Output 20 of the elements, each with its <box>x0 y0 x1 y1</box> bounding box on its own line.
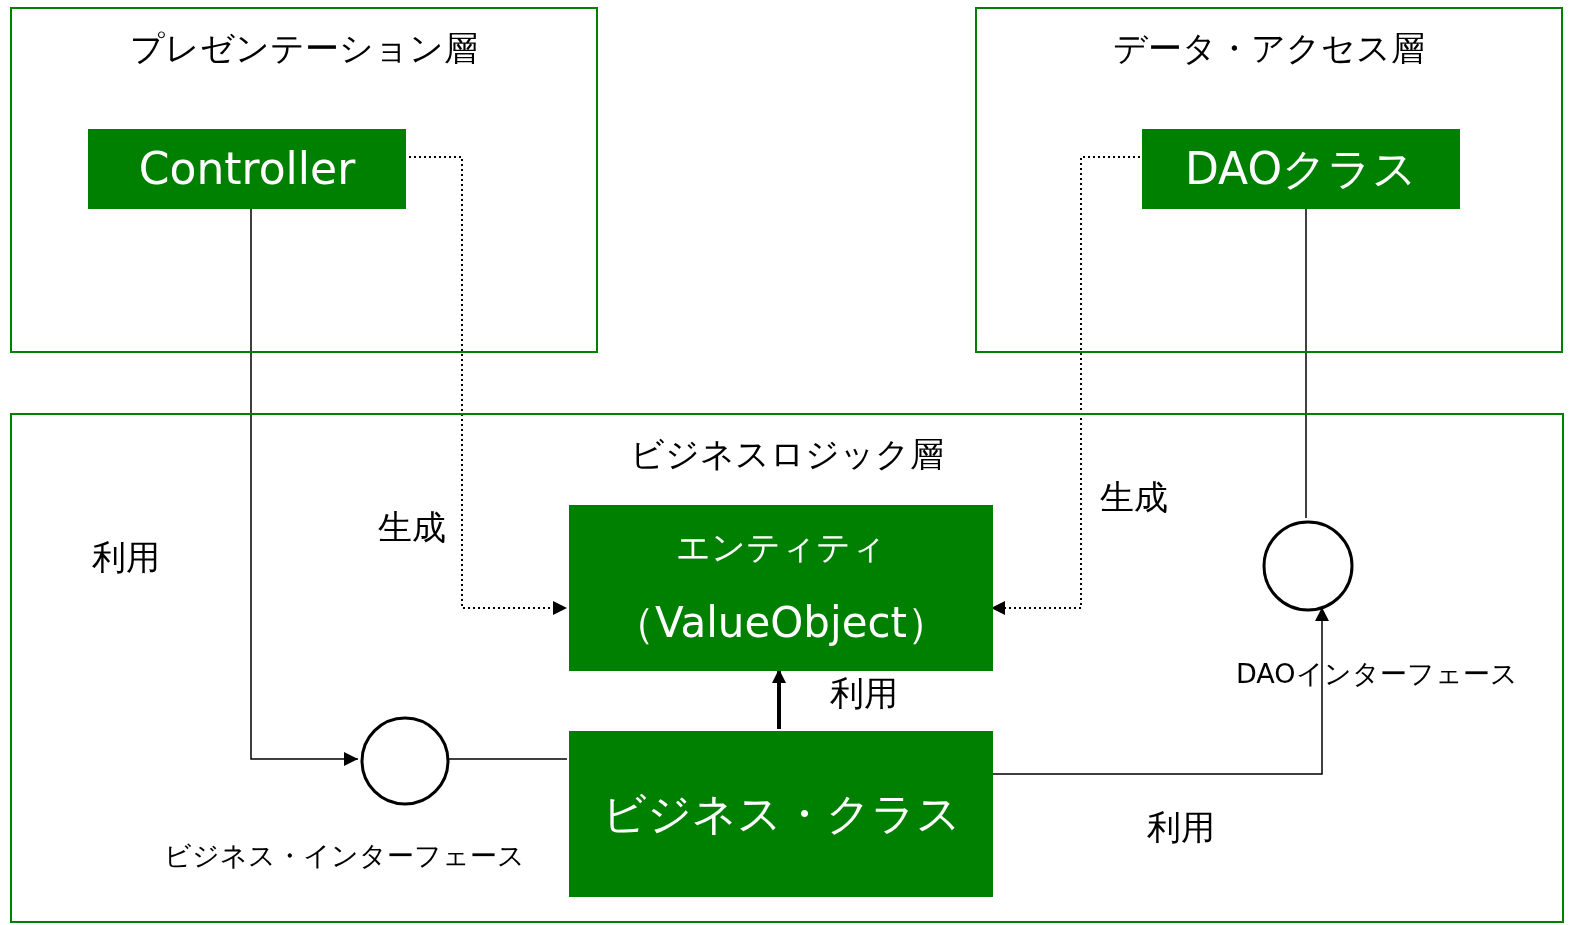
class-name: DAOクラス <box>1184 142 1418 196</box>
connector-arrow <box>772 669 786 729</box>
class-box <box>1142 129 1460 209</box>
layer-frame <box>10 7 598 353</box>
layer-frame <box>10 413 1564 923</box>
interface-circle <box>1262 520 1354 612</box>
class-name: （ValueObject） <box>612 597 950 649</box>
class-name: ビジネス・クラス <box>601 787 961 841</box>
interface-label: ビジネス・インターフェース <box>164 839 525 873</box>
class-box <box>569 505 993 671</box>
class-name: Controller <box>138 142 356 196</box>
class-box <box>569 731 993 897</box>
layer-frame <box>975 7 1563 353</box>
class-box <box>88 129 406 209</box>
layer-title: プレゼンテーション層 <box>129 27 479 70</box>
interface-circle <box>360 716 450 806</box>
layer-title: データ・アクセス層 <box>1112 27 1426 70</box>
layer-title: ビジネスロジック層 <box>629 433 945 476</box>
class-name: エンティティ <box>676 526 886 569</box>
interface-label: DAOインターフェース <box>1236 657 1518 691</box>
